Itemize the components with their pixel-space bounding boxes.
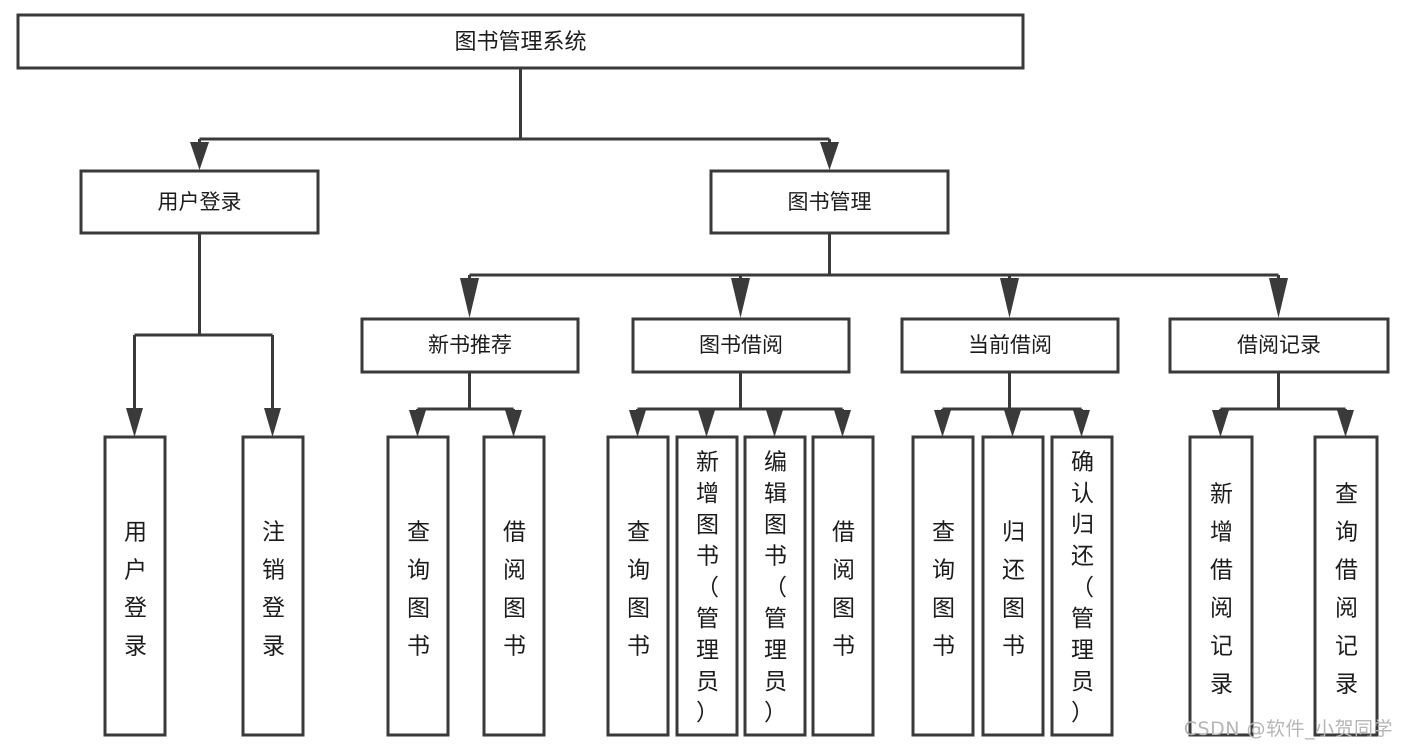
arrowhead-record xyxy=(1269,278,1288,318)
arrowhead-leaf-userlogin xyxy=(126,408,143,437)
arrowhead-leaf-record-1 xyxy=(1212,410,1229,437)
node-userlogin-box[interactable] xyxy=(79,169,320,235)
leaf-box[interactable] xyxy=(103,435,167,737)
leaf-box[interactable] xyxy=(386,435,450,737)
node-current-label: 当前借阅 xyxy=(968,333,1052,357)
leaf-node[interactable]: 借阅图书 xyxy=(482,435,546,737)
leaf-node[interactable]: 归还图书 xyxy=(981,435,1045,737)
leaf-node[interactable]: 新增借阅记录 xyxy=(1188,435,1254,737)
leaf-label: 注销登录 xyxy=(262,520,285,660)
arrowhead-leaf-current-1 xyxy=(934,410,951,437)
node-current[interactable]: 当前借阅 xyxy=(900,317,1120,374)
node-newbook[interactable]: 新书推荐 xyxy=(360,317,580,374)
node-root-label: 图书管理系统 xyxy=(454,30,586,55)
leaf-label: 借阅图书 xyxy=(503,520,526,660)
node-record-box[interactable] xyxy=(1168,317,1390,374)
node-bookmgmt[interactable]: 图书管理 xyxy=(709,169,950,235)
leaf-box[interactable] xyxy=(1313,435,1379,737)
leaf-node[interactable]: 编辑图书（管理员） xyxy=(743,435,807,737)
arrowhead-userlogin xyxy=(190,142,209,170)
leaf-node[interactable]: 新增图书（管理员） xyxy=(675,435,739,737)
leaf-box[interactable] xyxy=(675,435,739,737)
node-newbook-box[interactable] xyxy=(360,317,580,374)
node-bookmgmt-box[interactable] xyxy=(709,169,950,235)
arrowhead-leaf-borrow-4 xyxy=(834,410,851,437)
node-record[interactable]: 借阅记录 xyxy=(1168,317,1390,374)
leaf-node[interactable]: 注销登录 xyxy=(241,435,305,737)
arrowhead-bookmgmt xyxy=(820,142,839,170)
node-userlogin[interactable]: 用户登录 xyxy=(79,169,320,235)
arrowhead-leaf-newbook-2 xyxy=(505,410,522,437)
node-newbook-label: 新书推荐 xyxy=(428,333,512,357)
leaf-box[interactable] xyxy=(606,435,670,737)
arrowhead-leaf-current-3 xyxy=(1073,410,1090,437)
node-borrow[interactable]: 图书借阅 xyxy=(631,317,851,374)
node-current-box[interactable] xyxy=(900,317,1120,374)
arrowhead-leaf-logout xyxy=(264,408,281,437)
arrowhead-leaf-borrow-1 xyxy=(629,410,646,437)
leaf-node[interactable]: 查询图书 xyxy=(386,435,450,737)
arrowhead-newbook xyxy=(460,278,479,318)
leaf-label: 用户登录 xyxy=(124,520,147,660)
leaf-label: 查询图书 xyxy=(932,520,955,660)
connector-layer xyxy=(126,68,1354,437)
leaf-box[interactable] xyxy=(743,435,807,737)
arrowhead-leaf-current-2 xyxy=(1004,410,1021,437)
arrowhead-leaf-borrow-3 xyxy=(766,410,783,437)
leaf-box[interactable] xyxy=(1188,435,1254,737)
leaf-layer: 用户登录 注销登录 查询图书 借阅图书 查询图书 新增图书（管理员） xyxy=(103,435,1379,737)
leaf-node[interactable]: 用户登录 xyxy=(103,435,167,737)
arrowhead-borrow xyxy=(731,278,750,318)
leaf-label: 新增图书（管理员） xyxy=(696,449,719,726)
node-root-box[interactable] xyxy=(16,13,1025,70)
arrowhead-leaf-record-2 xyxy=(1337,410,1354,437)
arrowhead-current xyxy=(1000,278,1019,318)
leaf-label: 确认归还（管理员） xyxy=(1071,449,1094,726)
leaf-label: 借阅图书 xyxy=(832,520,855,660)
node-userlogin-label: 用户登录 xyxy=(158,190,242,214)
leaf-label: 查询借阅记录 xyxy=(1335,482,1358,698)
arrowhead-leaf-borrow-2 xyxy=(698,410,715,437)
leaf-node[interactable]: 查询图书 xyxy=(911,435,975,737)
leaf-node[interactable]: 查询图书 xyxy=(606,435,670,737)
leaf-label: 新增借阅记录 xyxy=(1210,482,1233,698)
leaf-box[interactable] xyxy=(1050,435,1114,737)
node-borrow-label: 图书借阅 xyxy=(699,333,783,357)
leaf-label: 查询图书 xyxy=(627,520,650,660)
leaf-node[interactable]: 确认归还（管理员） xyxy=(1050,435,1114,737)
leaf-label: 归还图书 xyxy=(1002,520,1025,660)
arrowhead-leaf-newbook-1 xyxy=(409,410,426,437)
leaf-box[interactable] xyxy=(911,435,975,737)
leaf-node[interactable]: 查询借阅记录 xyxy=(1313,435,1379,737)
leaf-box[interactable] xyxy=(241,435,305,737)
node-root[interactable]: 图书管理系统 xyxy=(16,13,1025,70)
leaf-label: 编辑图书（管理员） xyxy=(764,449,787,726)
leaf-node[interactable]: 借阅图书 xyxy=(811,435,875,737)
leaf-box[interactable] xyxy=(482,435,546,737)
leaf-box[interactable] xyxy=(981,435,1045,737)
node-bookmgmt-label: 图书管理 xyxy=(788,190,872,214)
leaf-label: 查询图书 xyxy=(407,520,430,660)
node-record-label: 借阅记录 xyxy=(1237,333,1321,357)
leaf-box[interactable] xyxy=(811,435,875,737)
node-borrow-box[interactable] xyxy=(631,317,851,374)
